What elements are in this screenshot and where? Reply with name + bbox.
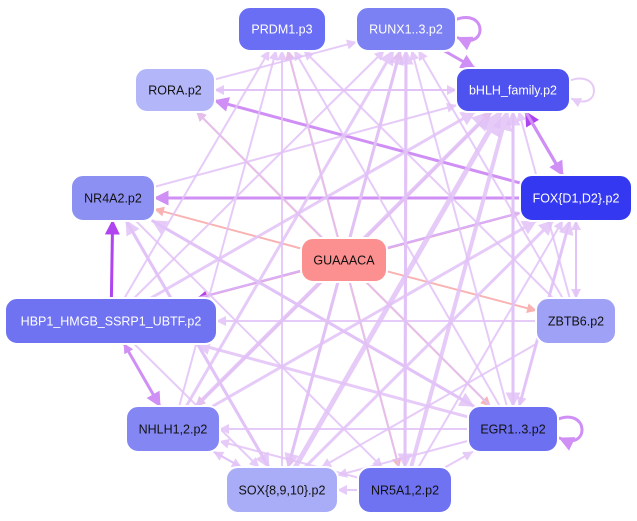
node-runx-label: RUNX1..3.p2 [369, 23, 443, 37]
node-nr4a2: NR4A2.p2 [70, 174, 156, 222]
node-nr5a-box [357, 466, 453, 514]
edge-hbp1-to-runx [133, 50, 385, 299]
node-bhlh: bHLH_family.p2 [455, 67, 571, 113]
node-motif-label: GUAAACA [313, 254, 375, 268]
edge-egr-to-prdm1 [293, 50, 501, 407]
node-prdm1-label: PRDM1.p3 [251, 23, 312, 37]
node-egr-label: EGR1..3.p2 [480, 423, 545, 437]
edge-bhlh-to-fox [524, 110, 565, 177]
node-nhlh: NHLH1,2.p2 [125, 405, 221, 453]
node-prdm1: PRDM1.p3 [237, 6, 327, 52]
node-zbtb6-box [535, 297, 617, 345]
node-runx: RUNX1..3.p2 [355, 6, 457, 52]
edge-runx-to-runx [452, 16, 482, 51]
edge-nhlh-to-fox [211, 219, 538, 408]
edge-nr5a-to-fox [417, 220, 564, 468]
node-fox: FOX{D1,D2}.p2 [519, 174, 633, 222]
edge-nr5a-to-bhlh [409, 110, 513, 469]
node-nr5a: NR5A1,2.p2 [357, 466, 453, 514]
node-motif-box [300, 237, 388, 283]
edge-motif-to-zbtb6 [386, 270, 537, 314]
edge-egr-to-hbp1 [195, 340, 470, 419]
node-egr: EGR1..3.p2 [467, 405, 559, 453]
edge-egr-to-egr [554, 415, 584, 451]
node-bhlh-label: bHLH_family.p2 [469, 84, 557, 98]
node-hbp1-box [4, 297, 218, 345]
node-runx-box [355, 6, 457, 52]
node-egr-box [467, 405, 559, 453]
node-fox-box [519, 174, 633, 222]
edge-nhlh-to-runx [184, 49, 395, 408]
node-zbtb6-label: ZBTB6.p2 [548, 315, 604, 329]
node-nr4a2-box [70, 174, 156, 222]
node-nr5a-label: NR5A1,2.p2 [371, 484, 439, 498]
edge-runx-to-nr5a [397, 49, 413, 469]
edge-hbp1-to-nr4a2 [104, 219, 120, 300]
edge-nhlh-to-sox [213, 451, 242, 468]
node-nhlh-label: NHLH1,2.p2 [139, 423, 208, 437]
edge-sox-to-bhlh [292, 109, 503, 470]
edge-hbp1-to-bhlh [149, 110, 477, 300]
edge-nhlh-to-prdm1 [178, 50, 279, 407]
node-zbtb6: ZBTB6.p2 [535, 297, 617, 345]
node-motif: GUAAACA [300, 237, 388, 283]
edge-nr4a2-to-egr [151, 219, 475, 408]
node-nr4a2-label: NR4A2.p2 [84, 192, 142, 206]
edge-nr5a-to-egr [444, 451, 474, 468]
node-hbp1-label: HBP1_HMGB_SSRP1_UBTF.p2 [21, 315, 202, 329]
node-nhlh-box [125, 405, 221, 453]
node-prdm1-box [237, 6, 327, 52]
node-bhlh-box [455, 67, 571, 113]
node-rora: RORA.p2 [134, 67, 216, 113]
node-fox-label: FOX{D1,D2}.p2 [533, 192, 620, 206]
node-sox-box [225, 466, 339, 514]
node-sox: SOX{8,9,10}.p2 [225, 466, 339, 514]
edge-nhlh-to-hbp1 [123, 343, 161, 407]
edge-runx-to-bhlh [443, 49, 476, 70]
node-sox-label: SOX{8,9,10}.p2 [239, 484, 326, 498]
edge-bhlh-to-bhlh [567, 77, 595, 108]
node-hbp1: HBP1_HMGB_SSRP1_UBTF.p2 [4, 297, 218, 345]
node-rora-box [134, 67, 216, 113]
node-rora-label: RORA.p2 [148, 84, 202, 98]
